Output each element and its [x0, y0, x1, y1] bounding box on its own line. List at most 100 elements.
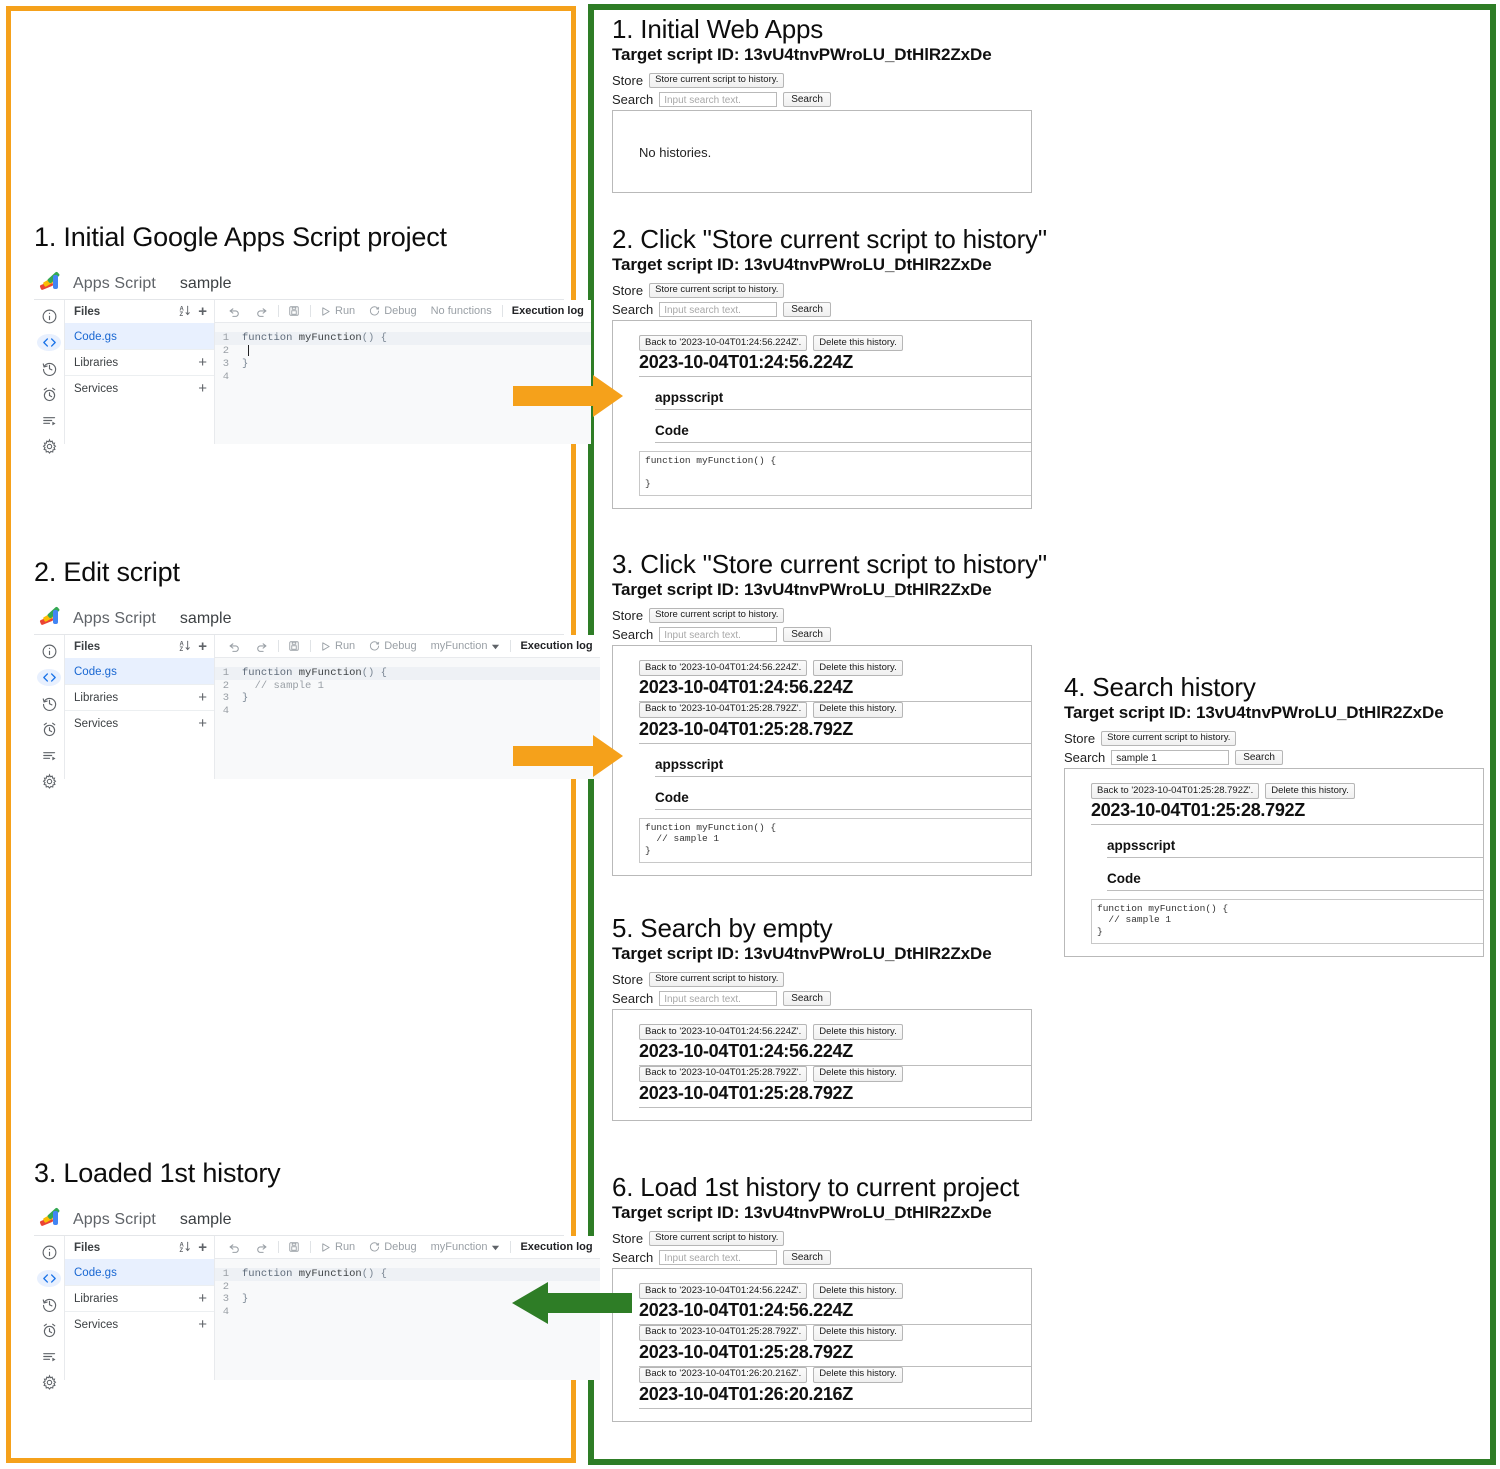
add-services-icon[interactable]: +: [198, 1316, 207, 1333]
back-to-history-button[interactable]: Back to '2023-10-04T01:25:28.792Z'.: [639, 701, 808, 718]
code-icon[interactable]: [37, 1270, 61, 1287]
back-to-history-button[interactable]: Back to '2023-10-04T01:26:20.216Z'.: [639, 1366, 808, 1383]
delete-history-button[interactable]: Delete this history.: [813, 1024, 903, 1040]
save-icon[interactable]: [278, 640, 307, 652]
apps-script-brand[interactable]: Apps Script: [73, 275, 156, 292]
code-icon[interactable]: [37, 334, 61, 351]
search-button[interactable]: Search: [1235, 750, 1283, 765]
file-row-code-gs[interactable]: Code.gs: [65, 1259, 214, 1285]
history-icon[interactable]: [37, 360, 61, 377]
triggers-alarm-icon[interactable]: [37, 721, 61, 738]
store-current-script-button[interactable]: Store current script to history.: [649, 282, 785, 299]
redo-icon[interactable]: [248, 305, 275, 318]
run-button[interactable]: Run: [310, 640, 362, 652]
file-row-code-gs[interactable]: Code.gs: [65, 323, 214, 349]
file-row-libraries[interactable]: Libraries+: [65, 349, 214, 375]
file-row-services[interactable]: Services+: [65, 375, 214, 401]
delete-history-button[interactable]: Delete this history.: [813, 1366, 903, 1383]
save-icon[interactable]: [278, 305, 307, 317]
add-services-icon[interactable]: +: [198, 715, 207, 732]
search-button[interactable]: Search: [783, 302, 831, 317]
add-file-icon[interactable]: +: [198, 303, 207, 320]
code-line[interactable]: 3}: [215, 358, 591, 371]
add-libraries-icon[interactable]: +: [198, 354, 207, 371]
search-input[interactable]: Input search text.: [659, 92, 778, 107]
search-input[interactable]: Input search text.: [659, 302, 778, 317]
delete-history-button[interactable]: Delete this history.: [813, 701, 903, 718]
code-line[interactable]: 2 // sample 1: [215, 680, 600, 693]
search-button[interactable]: Search: [783, 92, 831, 107]
store-current-script-button[interactable]: Store current script to history.: [649, 607, 785, 624]
undo-icon[interactable]: [221, 640, 248, 653]
execution-log-button[interactable]: Execution log: [501, 305, 591, 317]
execution-log-button[interactable]: Execution log: [510, 640, 599, 652]
delete-history-button[interactable]: Delete this history.: [813, 1324, 903, 1341]
redo-icon[interactable]: [248, 1241, 275, 1254]
execution-log-button[interactable]: Execution log: [510, 1241, 599, 1253]
project-name[interactable]: sample: [179, 610, 232, 627]
delete-history-button[interactable]: Delete this history.: [1265, 783, 1355, 799]
back-to-history-button[interactable]: Back to '2023-10-04T01:25:28.792Z'.: [1091, 783, 1260, 799]
add-services-icon[interactable]: +: [198, 380, 207, 397]
back-to-history-button[interactable]: Back to '2023-10-04T01:24:56.224Z'.: [639, 660, 808, 676]
executions-icon[interactable]: [37, 1348, 61, 1365]
back-to-history-button[interactable]: Back to '2023-10-04T01:24:56.224Z'.: [639, 335, 808, 351]
debug-button[interactable]: Debug: [362, 1241, 423, 1253]
add-file-icon[interactable]: +: [198, 1239, 207, 1256]
info-icon[interactable]: [37, 643, 61, 660]
code-line[interactable]: 2: [215, 1281, 600, 1294]
file-row-code-gs[interactable]: Code.gs: [65, 658, 214, 684]
back-to-history-button[interactable]: Back to '2023-10-04T01:25:28.792Z'.: [639, 1065, 808, 1082]
file-row-services[interactable]: Services+: [65, 1311, 214, 1337]
code-line[interactable]: 4: [215, 371, 591, 384]
add-file-icon[interactable]: +: [198, 638, 207, 655]
search-button[interactable]: Search: [783, 1250, 831, 1265]
search-input[interactable]: Input search text.: [659, 1250, 778, 1265]
function-select[interactable]: myFunction: [424, 640, 508, 652]
undo-icon[interactable]: [221, 305, 248, 318]
history-icon[interactable]: [37, 1296, 61, 1313]
search-input[interactable]: Input search text.: [659, 627, 778, 642]
back-to-history-button[interactable]: Back to '2023-10-04T01:24:56.224Z'.: [639, 1283, 808, 1299]
search-button[interactable]: Search: [783, 627, 831, 642]
store-current-script-button[interactable]: Store current script to history.: [649, 971, 785, 988]
file-row-libraries[interactable]: Libraries+: [65, 684, 214, 710]
triggers-alarm-icon[interactable]: [37, 1322, 61, 1339]
settings-gear-icon[interactable]: [37, 438, 61, 455]
code-line[interactable]: 3}: [215, 692, 600, 705]
info-icon[interactable]: [37, 1244, 61, 1261]
save-icon[interactable]: [278, 1241, 307, 1253]
delete-history-button[interactable]: Delete this history.: [813, 1283, 903, 1299]
project-name[interactable]: sample: [179, 275, 232, 292]
code-line[interactable]: 4: [215, 705, 600, 718]
search-button[interactable]: Search: [783, 991, 831, 1006]
search-input[interactable]: Input search text.: [659, 991, 778, 1006]
info-icon[interactable]: [37, 308, 61, 325]
run-button[interactable]: Run: [310, 305, 362, 317]
settings-gear-icon[interactable]: [37, 773, 61, 790]
code-line[interactable]: 3}: [215, 1293, 600, 1306]
code-line[interactable]: 2: [215, 344, 591, 359]
back-to-history-button[interactable]: Back to '2023-10-04T01:24:56.224Z'.: [639, 1024, 808, 1040]
add-libraries-icon[interactable]: +: [198, 1290, 207, 1307]
code-icon[interactable]: [37, 669, 61, 686]
store-current-script-button[interactable]: Store current script to history.: [649, 1230, 785, 1247]
apps-script-brand[interactable]: Apps Script: [73, 1211, 156, 1228]
debug-button[interactable]: Debug: [362, 640, 423, 652]
add-libraries-icon[interactable]: +: [198, 689, 207, 706]
delete-history-button[interactable]: Delete this history.: [813, 335, 903, 351]
undo-icon[interactable]: [221, 1241, 248, 1254]
history-icon[interactable]: [37, 695, 61, 712]
executions-icon[interactable]: [37, 747, 61, 764]
apps-script-brand[interactable]: Apps Script: [73, 610, 156, 627]
triggers-alarm-icon[interactable]: [37, 386, 61, 403]
run-button[interactable]: Run: [310, 1241, 362, 1253]
settings-gear-icon[interactable]: [37, 1374, 61, 1391]
